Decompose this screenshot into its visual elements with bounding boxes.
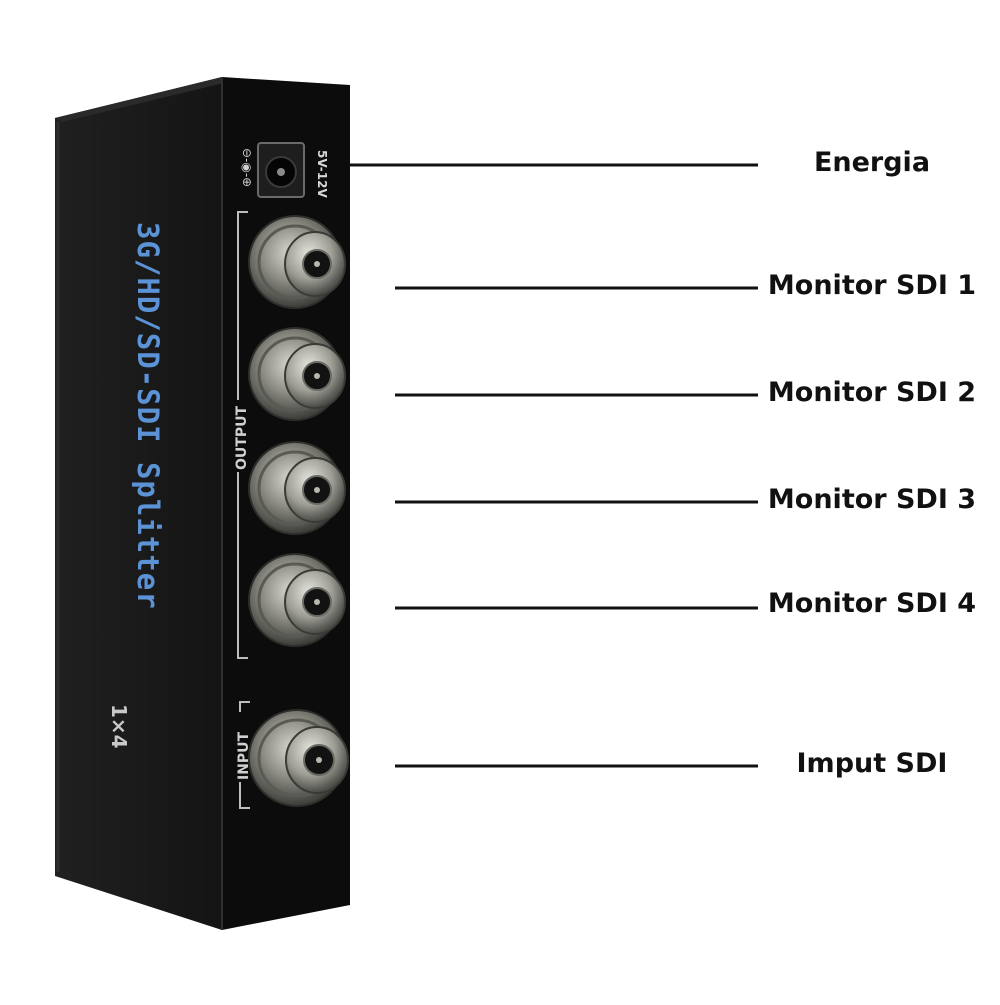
bnc-connector-output-4 <box>248 553 346 647</box>
device-side-panel <box>55 77 222 930</box>
power-voltage-label: 5V-12V <box>315 150 329 198</box>
bnc-connector-input <box>248 709 349 807</box>
callout-label-imput-sdi: Imput SDI <box>796 748 948 779</box>
output-bracket <box>237 211 248 659</box>
bnc-connector-output-2 <box>248 327 346 421</box>
device-top-edge <box>55 77 228 122</box>
callout-label-monitor-sdi-2: Monitor SDI 2 <box>767 377 977 408</box>
power-connector: ⊖-◉-⊕ 5V-12V <box>240 142 329 198</box>
callout-label-monitor-sdi-1: Monitor SDI 1 <box>767 270 977 301</box>
callout-label-monitor-sdi-3: Monitor SDI 3 <box>767 484 977 515</box>
device-side-label: 3G/HD/SD-SDI Splitter <box>131 222 165 610</box>
device-side-sublabel: 1×4 <box>107 704 131 749</box>
input-bracket <box>239 701 250 809</box>
output-label: OUTPUT <box>234 406 250 470</box>
bnc-connector-output-1 <box>248 215 346 309</box>
callout-label-monitor-sdi-4: Monitor SDI 4 <box>767 588 977 619</box>
bnc-connector-output-3 <box>248 441 346 535</box>
input-label: INPUT <box>236 731 252 780</box>
callout-label-energia: Energia <box>813 147 931 178</box>
power-polarity-icon: ⊖-◉-⊕ <box>240 148 254 187</box>
